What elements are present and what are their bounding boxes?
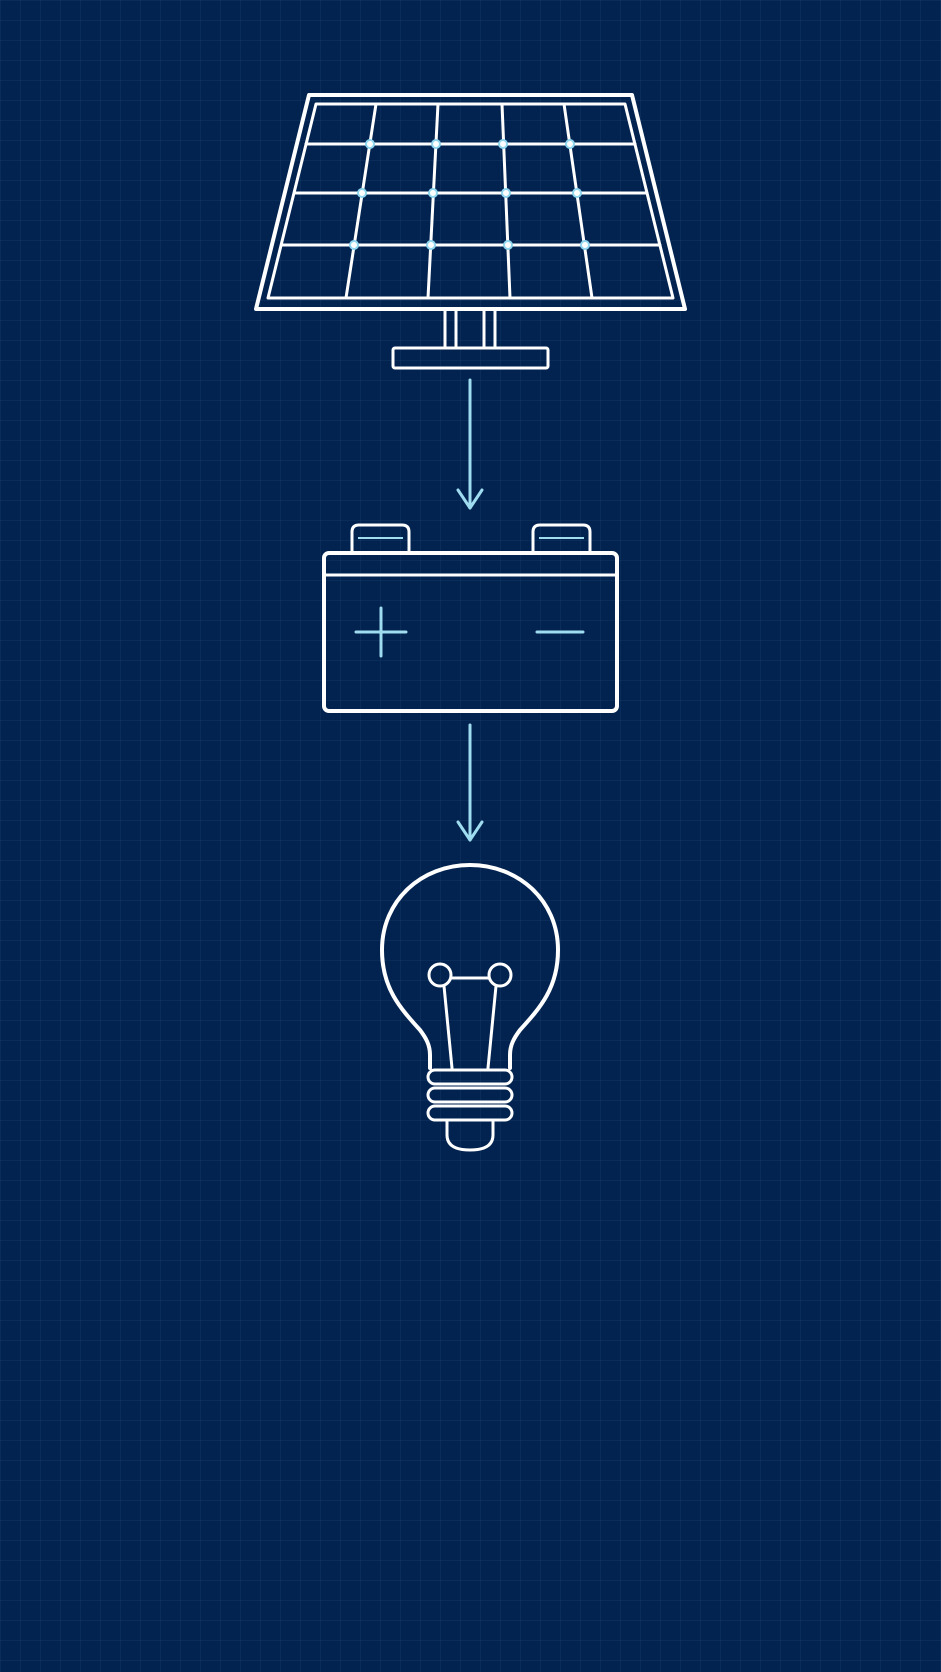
flow-arrow-panel-to-battery [456,378,484,510]
battery-plus-sign [354,606,408,658]
solar-panel-icon [254,93,687,370]
battery-icon [322,523,619,713]
light-bulb-icon [380,863,560,1152]
panel-junction-nodes [349,139,590,250]
flow-arrow-battery-to-bulb [456,723,484,842]
